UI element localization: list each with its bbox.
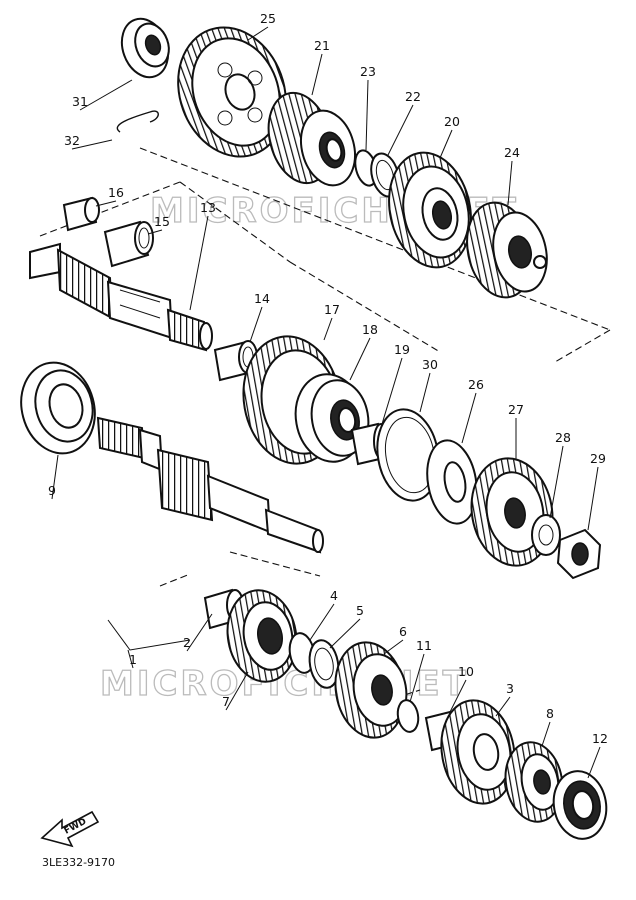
part-label-12: 12 [592, 731, 608, 746]
leader-line-24 [507, 160, 513, 206]
bearing-12 [552, 770, 608, 840]
leader-line-12 [587, 746, 601, 779]
part-label-22: 22 [405, 89, 421, 104]
main-shaft-13 [29, 242, 213, 352]
part-label-16: 16 [108, 185, 124, 200]
part-label-5: 5 [356, 603, 364, 618]
figure-code: 3LE332-9170 [42, 856, 115, 869]
part-labels: 2521232220243132161315141718193026272829… [48, 11, 608, 746]
part-label-24: 24 [504, 145, 520, 160]
leader-line-15 [147, 229, 163, 235]
part-label-21: 21 [314, 38, 330, 53]
part-label-18: 18 [362, 322, 378, 337]
nut-29 [556, 528, 602, 580]
part-label-3: 3 [506, 681, 514, 696]
part-label-29: 29 [590, 451, 606, 466]
leader-lines [51, 26, 601, 779]
leader-line-23 [365, 79, 369, 151]
part-label-32: 32 [64, 133, 80, 148]
leader-line-13 [189, 215, 209, 311]
part-label-8: 8 [546, 706, 554, 721]
bearing-9 [20, 361, 96, 455]
leader-line-5 [329, 618, 361, 649]
part-label-14: 14 [254, 291, 270, 306]
gear-21 [267, 91, 356, 187]
leader-line-14 [249, 306, 263, 343]
part-label-13: 13 [200, 200, 216, 215]
bracket-line [107, 619, 191, 651]
part-label-2: 2 [183, 635, 191, 650]
gear-25 [177, 26, 287, 158]
part-label-31: 31 [72, 94, 88, 109]
circlip-11 [396, 699, 420, 733]
leader-line-18 [349, 337, 371, 381]
leader-line-11 [409, 653, 425, 703]
leader-line-4 [309, 603, 335, 641]
leader-line-26 [461, 392, 477, 444]
gear-24 [466, 201, 548, 299]
part-label-25: 25 [260, 11, 276, 26]
lock-washer-28 [531, 514, 561, 556]
leader-line-6 [383, 639, 404, 655]
leader-line-3 [495, 696, 511, 717]
leader-line-31 [79, 79, 133, 111]
part-label-6: 6 [399, 624, 407, 639]
bearing-18 [294, 373, 370, 463]
leader-line-25 [247, 26, 269, 41]
leader-line-19 [381, 357, 403, 425]
leader-line-17 [323, 317, 333, 341]
part-label-23: 23 [360, 64, 376, 79]
part-label-30: 30 [422, 357, 438, 372]
leader-line-32 [71, 139, 113, 150]
leader-line-21 [311, 53, 323, 96]
leader-line-10 [449, 679, 467, 713]
gear-7 [226, 589, 298, 683]
part-label-28: 28 [555, 430, 571, 445]
bushing-16 [62, 196, 100, 232]
part-label-9: 9 [48, 483, 56, 498]
shaft-axes [39, 147, 611, 699]
leader-line-29 [587, 466, 599, 531]
part-label-20: 20 [444, 114, 460, 129]
bushing-15 [103, 220, 154, 268]
leader-line-30 [419, 372, 431, 413]
gear-6 [334, 641, 408, 739]
circlip-32 [116, 110, 159, 133]
part-label-26: 26 [468, 377, 484, 392]
leader-line-7 [225, 671, 249, 711]
leader-line-16 [95, 200, 117, 207]
part-label-11: 11 [416, 638, 432, 653]
gear-20 [388, 151, 472, 269]
part-label-4: 4 [330, 588, 338, 603]
leader-line-9 [51, 454, 59, 500]
part-label-27: 27 [508, 402, 524, 417]
bearing-31 [120, 17, 170, 79]
part-label-1: 1 [129, 652, 137, 667]
leader-line-2 [186, 613, 213, 652]
part-label-19: 19 [394, 342, 410, 357]
gear-3 [440, 699, 516, 805]
part-label-7: 7 [222, 694, 230, 709]
part-label-10: 10 [458, 664, 474, 679]
part-label-17: 17 [324, 302, 340, 317]
drive-axle-1 [96, 416, 324, 554]
fwd-arrow-icon: FWD [40, 810, 100, 848]
leader-line-22 [387, 104, 414, 156]
leader-line-8 [541, 721, 551, 747]
leader-line-1 [127, 649, 134, 669]
gear-8 [504, 741, 564, 823]
leader-line-20 [439, 129, 453, 159]
part-label-15: 15 [154, 214, 170, 229]
leader-line-28 [549, 445, 564, 519]
